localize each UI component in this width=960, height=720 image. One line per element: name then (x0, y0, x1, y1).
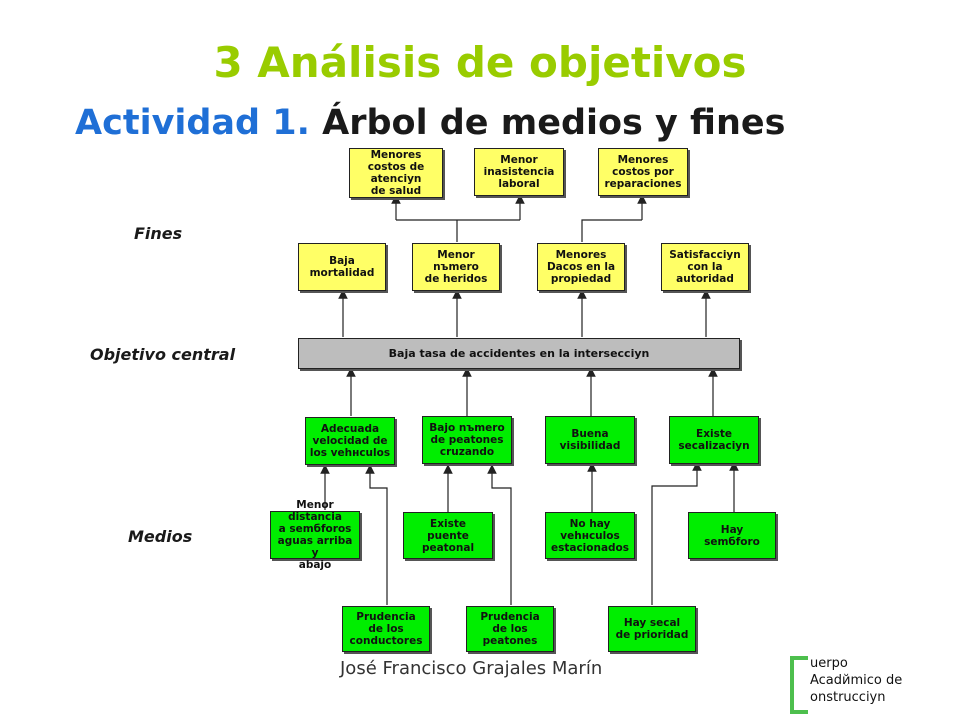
box-sub-1: Menor distancia a semбforos aguas arriba… (270, 499, 360, 571)
box-sub-5: Prudencia de los conductores (342, 606, 430, 652)
subtitle-prefix: Actividad 1. (75, 103, 310, 143)
box-fin-4: Satisfacciyn con la autoridad (661, 243, 749, 291)
box-sub-7: Hay secal de prioridad (608, 606, 696, 652)
box-medio-3: Buena visibilidad (545, 416, 635, 464)
box-fin-top-1: Menores costos de atenciyn de salud (349, 148, 443, 198)
logo-bracket-icon (790, 656, 808, 714)
box-medio-1: Adecuada velocidad de los vehнculos (305, 417, 395, 465)
logo-line-3: onstrucciyn (810, 690, 886, 705)
box-fin-top-2: Menor inasistencia laboral (474, 148, 564, 196)
box-fin-1: Baja mortalidad (298, 243, 386, 291)
box-fin-top-3: Menores costos por reparaciones (598, 148, 688, 196)
label-medios: Medios (128, 527, 193, 546)
box-fin-2: Menor nъmero de heridos (412, 243, 500, 291)
box-sub-2: Existe puente peatonal (403, 512, 493, 559)
slide-subtitle: Actividad 1. Árbol de medios y fines (75, 103, 895, 143)
label-objetivo-central: Objetivo central (90, 345, 236, 364)
connector-fin3 (581, 219, 642, 242)
subtitle-main: Árbol de medios y fines (322, 103, 786, 143)
box-objetivo-central: Baja tasa de accidentes en la intersecci… (298, 338, 740, 369)
arrow-sub5-medio1 (365, 464, 388, 605)
arrow-sub6-medio2 (487, 464, 512, 605)
arrow-sub7-medio4 (651, 461, 702, 605)
logo-line-1: uerpo (810, 656, 848, 671)
box-fin-3: Menores Dacos en la propiedad (537, 243, 625, 291)
label-fines: Fines (134, 224, 183, 243)
box-sub-4: Hay semбforo (688, 512, 776, 559)
box-medio-2: Bajo nъmero de peatones cruzando (422, 416, 512, 464)
box-sub-3: No hay vehнculos estacionados (545, 512, 635, 559)
logo-cuerpo-academico: uerpo Acadйmico de onstrucciyn (786, 654, 926, 714)
logo-line-2: Acadйmico de (810, 673, 903, 688)
box-sub-6: Prudencia de los peatones (466, 606, 554, 652)
box-medio-4: Existe secalizaciyn (669, 416, 759, 464)
footer-author: José Francisco Grajales Marín (340, 658, 603, 679)
slide-title: 3 Análisis de objetivos (213, 38, 747, 87)
